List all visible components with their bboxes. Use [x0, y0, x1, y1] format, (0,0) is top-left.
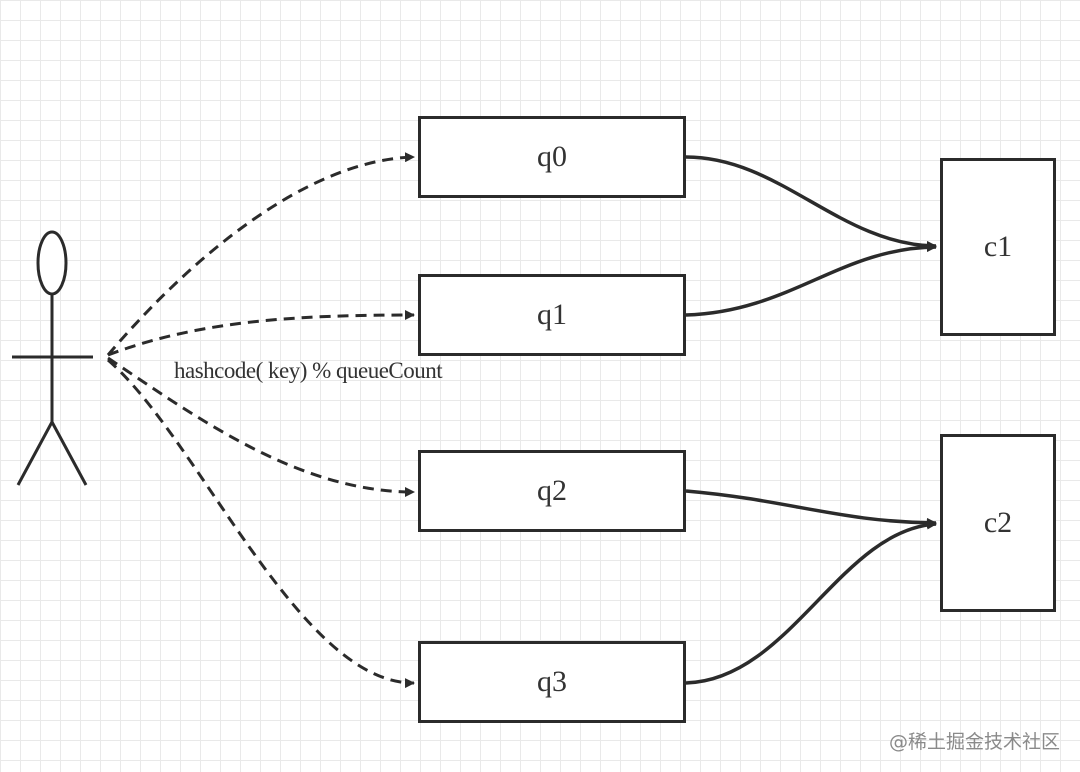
- queue-q1-label: q1: [537, 298, 567, 331]
- edge-q1-c1: [685, 242, 937, 317]
- consumer-c1-box: c1: [940, 158, 1056, 336]
- queue-q1-box: q1: [418, 274, 686, 356]
- hash-routing-label: hashcode( key) % queueCount: [174, 358, 443, 383]
- edge-q3-c2: [685, 519, 937, 685]
- edge-producer-q3: [107, 358, 415, 689]
- queue-q0-label: q0: [537, 140, 567, 173]
- edge-producer-q1: [107, 310, 415, 357]
- edge-producer-q2: [107, 356, 415, 497]
- consumer-c1-label: c1: [983, 230, 1013, 263]
- queue-q2-box: q2: [418, 450, 686, 532]
- consumer-c2-label: c2: [983, 506, 1013, 539]
- consumer-c2-box: c2: [940, 434, 1056, 612]
- edge-producer-q0: [106, 152, 415, 356]
- producer-actor-icon: [12, 230, 93, 486]
- queue-q3-box: q3: [418, 641, 686, 723]
- watermark: @稀土掘金技术社区: [888, 731, 1060, 753]
- edge-q0-c1: [685, 155, 937, 251]
- queue-q3-label: q3: [537, 665, 567, 698]
- queue-q2-label: q2: [537, 474, 567, 507]
- edge-q2-c2: [685, 489, 937, 528]
- queue-q0-box: q0: [418, 116, 686, 198]
